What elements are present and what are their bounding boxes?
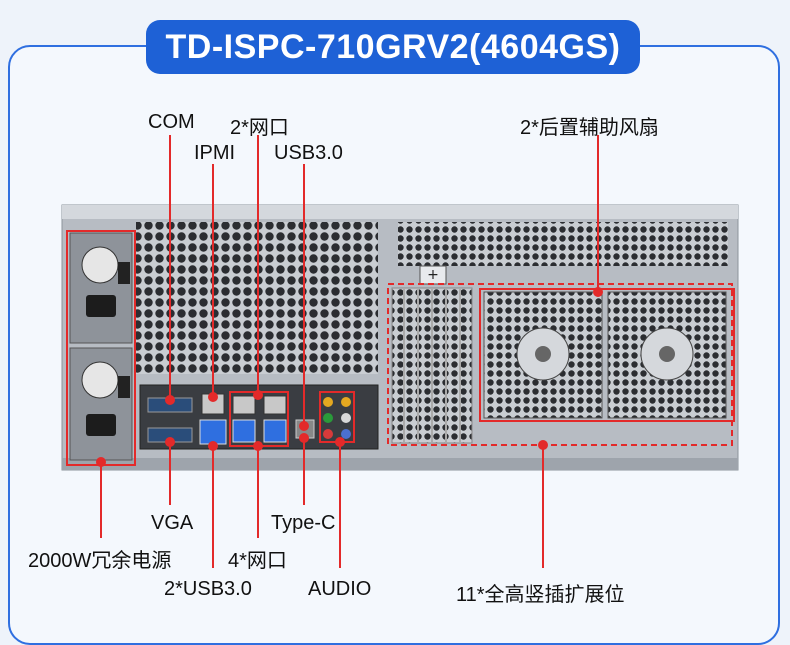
label-lan-4: 4*网口 [228,550,287,572]
chassis-top-edge [62,205,738,219]
fan-highlight [479,288,735,422]
label-usb30-top: USB3.0 [274,142,343,164]
svg-text:+: + [427,267,439,283]
rear-fan-2 [607,291,727,419]
label-com: COM [148,111,195,133]
label-psu: 2000W冗余电源 [28,550,172,572]
label-expansion-slots: 11*全高竖插扩展位 [456,584,625,606]
label-ipmi: IPMI [194,142,236,164]
label-type-c: Type-C [271,512,336,534]
chassis-bottom-edge [62,458,738,470]
chassis-rear-illustration: + [61,135,739,568]
rear-fan-1 [483,291,603,419]
usb-port-pair [199,419,227,445]
slots-highlight [387,283,733,446]
audio-jacks [323,397,351,439]
product-title: TD-ISPC-710GRV2(4604GS) [146,20,640,74]
callout-lines [96,135,603,568]
psu-module-2 [69,347,133,461]
label-usb30-2: 2*USB3.0 [164,578,252,600]
label-vga: VGA [151,512,194,534]
top-right-vent [398,222,728,266]
lan-ports [232,395,287,443]
expansion-slots [391,287,473,444]
psu-module-1 [69,232,133,344]
label-rear-fan: 2*后置辅助风扇 [520,117,659,139]
label-lan-2: 2*网口 [230,117,289,139]
label-audio: AUDIO [308,578,372,600]
